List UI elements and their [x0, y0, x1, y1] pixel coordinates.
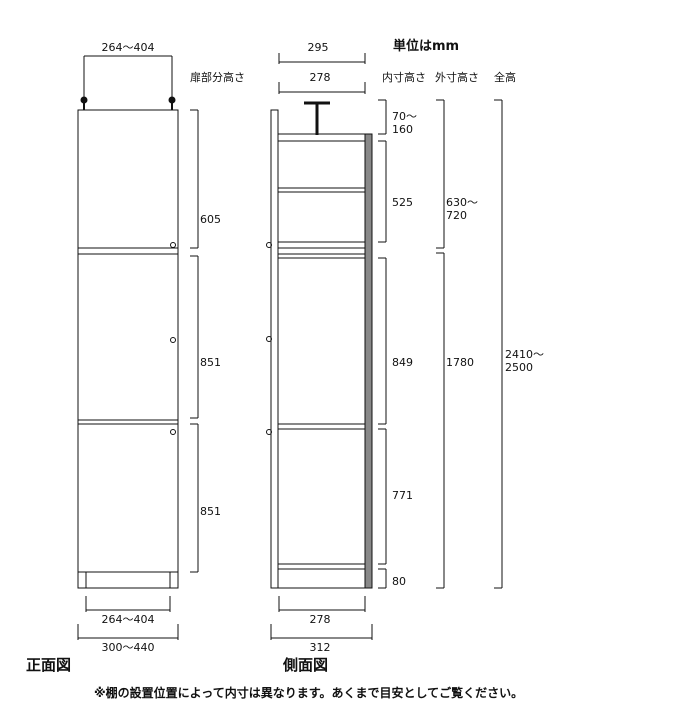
total-height-header: 全高	[494, 70, 516, 84]
front-top-width: 264～404	[102, 41, 155, 54]
side-view	[266, 53, 503, 640]
door-height-lower: 851	[200, 505, 221, 518]
door-height-header: 扉部分高さ	[190, 70, 245, 84]
door-knob-icon	[170, 429, 176, 435]
inner-height-upper: 525	[392, 196, 413, 209]
value-line: 2500	[505, 361, 533, 374]
door-knob-icon	[266, 242, 272, 248]
door-height-middle: 851	[200, 356, 221, 369]
outer-height-upper: 630～720	[446, 196, 478, 222]
side-top-inner-depth: 278	[310, 71, 331, 84]
outer-height-header: 外寸高さ	[435, 70, 479, 84]
footnote: ※棚の設置位置によって内寸は異なります。あくまで目安としてご覧ください。	[94, 685, 523, 700]
inner-height-middle: 849	[392, 356, 413, 369]
side-top-outer-depth: 295	[308, 41, 329, 54]
door-height-upper: 605	[200, 213, 221, 226]
inner-height-header: 内寸高さ	[382, 70, 426, 84]
front-view-title: 正面図	[26, 656, 71, 674]
front-cabinet-body	[77, 109, 179, 589]
inner-height-adjuster: 70～160	[392, 110, 417, 136]
side-bottom-inner-depth: 278	[310, 613, 331, 626]
door-knob-icon	[170, 242, 176, 248]
door-knob-icon	[170, 337, 176, 343]
value-line: 160	[392, 123, 413, 136]
front-bottom-outer-width: 300～440	[102, 641, 155, 654]
front-bottom-inner-width: 264～404	[102, 613, 155, 626]
door-knob-icon	[266, 336, 272, 342]
front-view	[77, 55, 199, 640]
side-bottom-outer-depth: 312	[310, 641, 331, 654]
door-knob-icon	[266, 429, 272, 435]
inner-height-base: 80	[392, 575, 406, 588]
total-height-value: 2410～2500	[505, 348, 544, 374]
inner-height-lower: 771	[392, 489, 413, 502]
outer-height-lower: 1780	[446, 356, 474, 369]
value-line: 720	[446, 209, 467, 222]
side-view-title: 側面図	[282, 656, 328, 674]
unit-label: 単位はmm	[393, 38, 459, 54]
